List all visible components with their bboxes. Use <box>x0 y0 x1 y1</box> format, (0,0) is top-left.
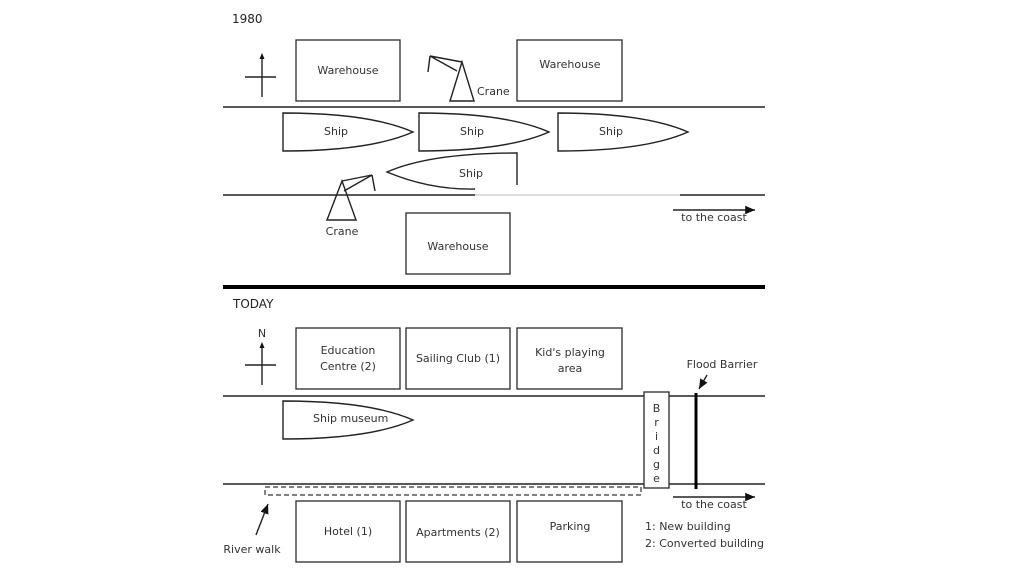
warehouse-label: Warehouse <box>427 240 488 253</box>
svg-text:e: e <box>653 472 660 485</box>
ship-3 <box>557 112 690 152</box>
pointer-arrow-icon <box>255 503 269 536</box>
ship-label: Ship <box>599 125 623 138</box>
warehouse-2 <box>516 39 623 102</box>
flood-barrier-label: Flood Barrier <box>687 358 758 371</box>
bridge-label: B r i d g e <box>653 402 661 485</box>
compass-icon <box>245 53 276 97</box>
section-title-today: TODAY <box>232 297 274 311</box>
legend-item: 1: New building <box>645 520 731 533</box>
ship-label: Ship <box>459 167 483 180</box>
ship-label: Ship <box>460 125 484 138</box>
ship-label: Ship <box>324 125 348 138</box>
river-walk-path <box>264 486 642 496</box>
svg-text:g: g <box>653 458 660 471</box>
warehouse-label: Warehouse <box>539 58 600 71</box>
legend-item: 2: Converted building <box>645 537 764 550</box>
building-parking <box>516 500 623 563</box>
crane-icon <box>325 174 376 221</box>
svg-text:d: d <box>653 444 660 457</box>
ship-1 <box>282 112 415 152</box>
bridge <box>643 391 670 489</box>
svg-text:B: B <box>653 402 661 415</box>
building-label: Kid's playing <box>535 346 605 359</box>
crane-label: Crane <box>477 85 510 98</box>
ship-2 <box>418 112 551 152</box>
building-label: Hotel (1) <box>324 525 372 538</box>
building-label: Education <box>321 344 376 357</box>
compass-icon <box>245 342 276 385</box>
ship-museum-label: Ship museum <box>313 412 388 425</box>
pointer-arrow-icon <box>698 374 708 390</box>
crane-label: Crane <box>326 225 359 238</box>
building-label: Centre (2) <box>320 360 376 373</box>
svg-text:r: r <box>654 416 659 429</box>
ship-museum <box>282 400 415 440</box>
building-kids-playing-area <box>516 327 623 390</box>
building-apartments <box>405 500 511 563</box>
building-hotel <box>295 500 401 563</box>
building-label: Sailing Club (1) <box>416 352 500 365</box>
compass-north-label: N <box>258 327 266 340</box>
building-label: Parking <box>550 520 591 533</box>
building-education-centre <box>295 327 401 390</box>
building-label: Apartments (2) <box>416 526 500 539</box>
crane-icon <box>427 55 475 102</box>
building-sailing-club <box>405 327 511 390</box>
river-walk-label: River walk <box>223 543 281 556</box>
direction-label: to the coast <box>681 498 747 511</box>
section-title-1980: 1980 <box>232 12 263 26</box>
warehouse-1 <box>295 39 401 102</box>
warehouse-3 <box>405 212 511 275</box>
svg-text:i: i <box>655 430 658 443</box>
direction-label: to the coast <box>681 211 747 224</box>
building-label: area <box>558 362 583 375</box>
ship-4 <box>385 152 518 190</box>
warehouse-label: Warehouse <box>317 64 378 77</box>
